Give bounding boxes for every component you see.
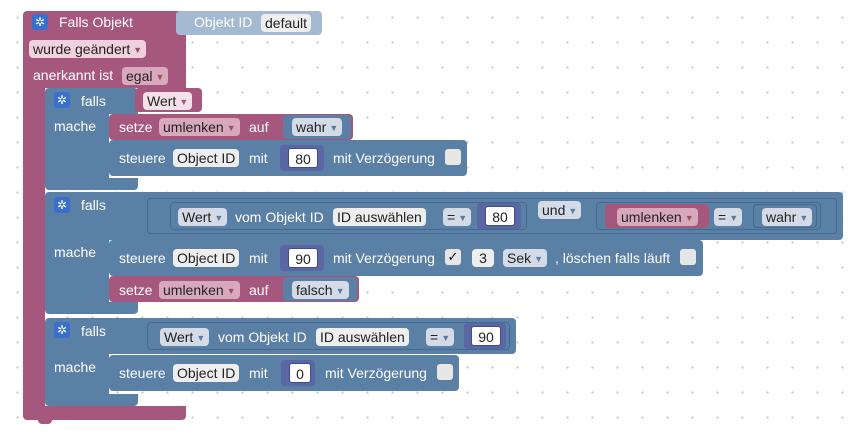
control-keyword: steuere (119, 250, 166, 266)
object-id-field[interactable]: Object ID (173, 364, 240, 382)
variable-dropdown[interactable]: umlenken▼ (159, 281, 240, 299)
checkbox-icon[interactable]: ✓ (445, 249, 461, 265)
unit-dropdown[interactable]: Sek▼ (503, 249, 548, 267)
control-with: mit (249, 150, 268, 166)
if-mache-label: mache (54, 118, 97, 134)
trigger-block-spine (23, 80, 45, 410)
delay-label: mit Verzögerung (325, 365, 427, 381)
clear-running-checkbox[interactable] (680, 249, 696, 265)
operator-dropdown[interactable]: =▼ (443, 208, 472, 226)
trigger-title: Falls Objekt (59, 14, 133, 30)
if-falls-label: falls (81, 93, 106, 109)
object-id-field[interactable]: Object ID (173, 149, 240, 167)
gear-icon[interactable]: ✲ (54, 322, 70, 338)
control-with: mit (249, 250, 268, 266)
if-block-3-bottom (45, 394, 138, 406)
dropdown-arrow-icon: ▼ (568, 206, 578, 216)
dropdown-arrow-icon: ▼ (214, 213, 224, 223)
dropdown-arrow-icon: ▼ (799, 213, 809, 223)
from-object-label: vom Objekt ID (235, 209, 324, 225)
gear-icon[interactable]: ✲ (54, 92, 70, 108)
if-mache-label: mache (54, 244, 97, 260)
dropdown-arrow-icon: ▼ (441, 333, 451, 343)
trigger-bottom-notch (38, 418, 52, 424)
set-to-label: auf (249, 282, 269, 298)
delay-checkbox[interactable] (445, 149, 461, 165)
number-input[interactable]: 0 (289, 363, 311, 383)
bool-dropdown[interactable]: falsch▼ (292, 281, 349, 299)
dropdown-arrow-icon: ▼ (179, 97, 189, 107)
control-keyword: steuere (119, 365, 166, 381)
trigger-block-bottom (23, 406, 186, 420)
set-to-label: auf (249, 119, 269, 135)
bool-dropdown[interactable]: wahr▼ (292, 118, 343, 136)
id-select-field[interactable]: ID auswählen (316, 328, 409, 346)
changed-mode-dropdown[interactable]: wurde geändert▼ (29, 40, 147, 58)
if-block-1-spine (45, 112, 109, 182)
gear-icon[interactable]: ✲ (54, 197, 70, 213)
if-mache-label: mache (54, 359, 97, 375)
if-falls-label: falls (81, 323, 106, 339)
delay-checkbox[interactable] (437, 364, 453, 380)
gear-icon[interactable]: ✲ (32, 14, 48, 30)
dropdown-arrow-icon: ▼ (458, 213, 468, 223)
set-keyword: setze (119, 119, 153, 135)
operator-dropdown[interactable]: =▼ (714, 208, 743, 226)
delay-label: mit Verzögerung (333, 150, 435, 166)
ack-label: anerkannt ist (33, 67, 114, 83)
wert-dropdown[interactable]: Wert▼ (178, 208, 228, 226)
bool-dropdown[interactable]: wahr▼ (762, 208, 813, 226)
wert-dropdown[interactable]: Wert▼ (160, 328, 210, 346)
dropdown-arrow-icon: ▼ (684, 213, 694, 223)
object-id-field[interactable]: Object ID (173, 249, 240, 267)
dropdown-arrow-icon: ▼ (729, 213, 739, 223)
if-falls-label: falls (81, 197, 106, 213)
set-keyword: setze (119, 282, 153, 298)
number-input[interactable]: 80 (288, 148, 318, 168)
id-select-field[interactable]: ID auswählen (333, 208, 426, 226)
control-keyword: steuere (119, 150, 166, 166)
if-block-2-bottom (45, 302, 138, 314)
dropdown-arrow-icon: ▼ (226, 123, 236, 133)
from-object-label: vom Objekt ID (218, 329, 307, 345)
control-with: mit (249, 365, 268, 381)
dropdown-arrow-icon: ▼ (155, 72, 165, 82)
ack-dropdown[interactable]: egal▼ (122, 67, 169, 85)
if-block-2-spine (45, 238, 109, 308)
dropdown-arrow-icon: ▼ (226, 286, 236, 296)
operator-dropdown[interactable]: =▼ (426, 328, 455, 346)
dropdown-arrow-icon: ▼ (534, 254, 544, 264)
dropdown-arrow-icon: ▼ (133, 45, 143, 55)
dropdown-arrow-icon: ▼ (196, 333, 206, 343)
seconds-input[interactable]: 3 (472, 249, 494, 267)
variable-dropdown[interactable]: umlenken▼ (617, 208, 698, 226)
number-input[interactable]: 90 (471, 326, 501, 346)
object-id-value[interactable]: default (261, 14, 312, 32)
number-input[interactable]: 80 (485, 206, 515, 226)
if-block-3-spine (45, 352, 109, 398)
clear-running-label: , löschen falls läuft (555, 250, 671, 266)
number-input[interactable]: 90 (288, 248, 318, 268)
dropdown-arrow-icon: ▼ (329, 123, 339, 133)
variable-dropdown[interactable]: umlenken▼ (159, 118, 240, 136)
object-id-label: Objekt ID (194, 14, 253, 30)
dropdown-arrow-icon: ▼ (335, 286, 345, 296)
if-block-1-bottom (45, 178, 138, 190)
and-dropdown[interactable]: und▼ (538, 201, 582, 219)
delay-label: mit Verzögerung (333, 250, 435, 266)
wert-dropdown[interactable]: Wert▼ (143, 92, 193, 110)
